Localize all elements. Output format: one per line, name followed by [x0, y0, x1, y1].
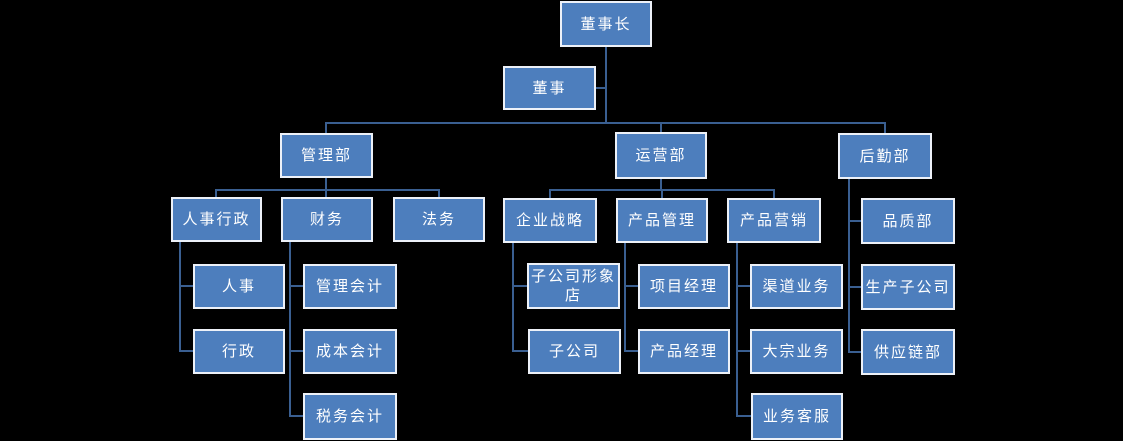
org-node-subsidiary[interactable]: 子公司	[528, 329, 621, 374]
connector-line	[325, 178, 327, 191]
org-node-customer-service[interactable]: 业务客服	[751, 393, 843, 440]
connector-line	[848, 179, 850, 353]
connector-line	[661, 189, 663, 198]
connector-line	[179, 350, 193, 352]
connector-line	[179, 285, 193, 287]
org-node-management-accounting[interactable]: 管理会计	[303, 264, 397, 309]
org-node-production-subsidiary[interactable]: 生产子公司	[861, 264, 955, 310]
connector-line	[325, 122, 327, 133]
connector-line	[512, 243, 514, 352]
connector-line	[289, 415, 303, 417]
org-node-director[interactable]: 董事	[503, 66, 596, 110]
org-node-label: 董事	[532, 78, 567, 97]
org-node-channel-business[interactable]: 渠道业务	[750, 264, 843, 309]
org-node-logistics-dept[interactable]: 后勤部	[838, 133, 932, 179]
connector-line	[289, 285, 303, 287]
org-node-cost-accounting[interactable]: 成本会计	[303, 329, 397, 374]
org-node-label: 管理会计	[315, 277, 384, 296]
org-node-label: 渠道业务	[762, 277, 831, 296]
org-node-product-manager[interactable]: 产品经理	[638, 329, 730, 374]
org-node-label: 生产子公司	[865, 277, 951, 296]
connector-line	[325, 189, 327, 197]
org-node-corporate-strategy[interactable]: 企业战略	[503, 198, 597, 243]
connector-line	[660, 122, 662, 132]
org-node-label: 项目经理	[649, 277, 718, 296]
org-node-label: 人事	[221, 277, 256, 296]
connector-line	[848, 220, 861, 222]
org-node-chairman[interactable]: 董事长	[560, 1, 652, 47]
org-node-subsidiary-flagship-store[interactable]: 子公司形象店	[527, 263, 620, 309]
org-node-label: 产品管理	[627, 211, 696, 230]
org-node-product-management[interactable]: 产品管理	[616, 198, 708, 243]
org-node-label: 品质部	[882, 211, 934, 230]
connector-line	[215, 189, 217, 197]
org-node-finance[interactable]: 财务	[281, 197, 373, 242]
connector-line	[736, 350, 750, 352]
org-node-label: 运营部	[635, 146, 687, 165]
org-node-bulk-business[interactable]: 大宗业务	[750, 329, 843, 374]
org-node-label: 管理部	[300, 146, 352, 165]
org-node-label: 产品经理	[649, 342, 718, 361]
connector-line	[848, 286, 861, 288]
connector-line	[289, 242, 291, 417]
connector-line	[326, 122, 886, 124]
connector-line	[736, 243, 738, 417]
connector-line	[884, 122, 886, 133]
connector-line	[624, 243, 626, 352]
org-node-hr[interactable]: 人事	[193, 264, 285, 309]
connector-line	[512, 350, 528, 352]
org-node-label: 税务会计	[315, 407, 384, 426]
org-node-label: 董事长	[580, 14, 632, 33]
org-node-label: 供应链部	[873, 342, 942, 361]
connector-line	[736, 285, 750, 287]
org-node-label: 产品营销	[739, 211, 808, 230]
connector-line	[179, 242, 181, 352]
org-node-tax-accounting[interactable]: 税务会计	[303, 393, 397, 440]
connector-line	[848, 351, 861, 353]
org-node-legal[interactable]: 法务	[393, 197, 485, 242]
connector-line	[624, 285, 638, 287]
org-node-admin[interactable]: 行政	[193, 329, 285, 374]
org-node-label: 企业战略	[515, 211, 584, 230]
connector-line	[596, 87, 606, 89]
connector-line	[624, 350, 638, 352]
connector-line	[512, 285, 527, 287]
org-node-management-dept[interactable]: 管理部	[280, 133, 373, 178]
connector-line	[736, 415, 751, 417]
org-node-label: 业务客服	[762, 407, 831, 426]
org-node-label: 子公司	[548, 342, 600, 361]
connector-line	[216, 189, 440, 191]
connector-line	[773, 189, 775, 198]
org-node-label: 行政	[221, 342, 256, 361]
org-node-project-manager[interactable]: 项目经理	[638, 264, 730, 309]
org-node-product-marketing[interactable]: 产品营销	[727, 198, 821, 243]
connector-line	[438, 189, 440, 197]
connector-line	[660, 179, 662, 191]
org-node-label: 人事行政	[182, 210, 251, 229]
org-node-label: 成本会计	[315, 342, 384, 361]
org-node-label: 财务	[309, 210, 344, 229]
org-node-label: 法务	[421, 210, 456, 229]
org-node-label: 后勤部	[859, 146, 911, 165]
connector-line	[549, 189, 551, 198]
org-node-quality-dept[interactable]: 品质部	[861, 198, 955, 244]
connector-line	[289, 350, 303, 352]
org-node-hr-admin[interactable]: 人事行政	[171, 197, 262, 242]
org-node-operations-dept[interactable]: 运营部	[615, 132, 707, 179]
connector-line	[605, 47, 607, 124]
org-node-supply-chain-dept[interactable]: 供应链部	[861, 329, 955, 375]
org-node-label: 大宗业务	[762, 342, 831, 361]
org-node-label: 子公司形象店	[530, 267, 616, 304]
